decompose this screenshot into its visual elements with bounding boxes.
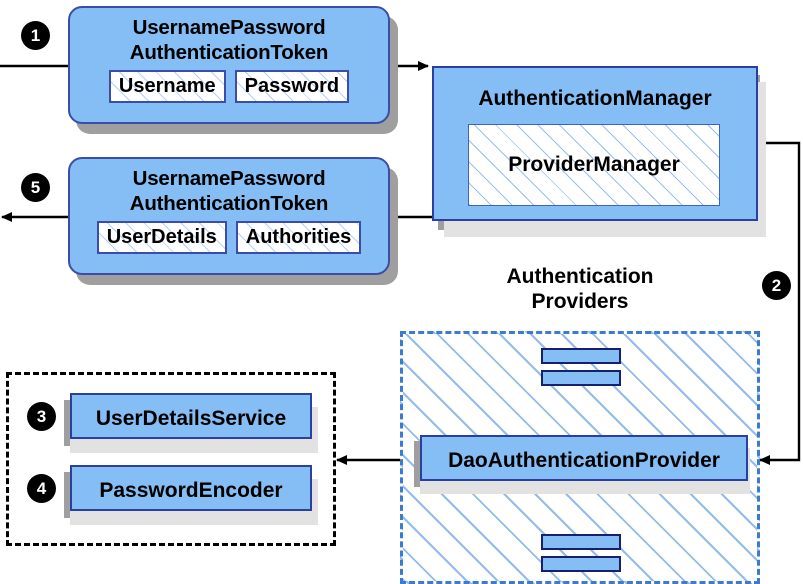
provider-bar-bottom-2[interactable] <box>541 556 621 572</box>
field-password[interactable]: Password <box>234 70 350 103</box>
field-userdetails[interactable]: UserDetails <box>96 221 227 254</box>
step-bullet-4: 4 <box>28 475 55 502</box>
dao-authentication-provider-box[interactable]: DaoAuthenticationProvider <box>420 435 748 481</box>
step-bullet-2: 2 <box>763 272 790 299</box>
field-authorities[interactable]: Authorities <box>235 221 362 254</box>
provider-bar-bottom-1[interactable] <box>541 534 621 550</box>
step-bullet-1: 1 <box>22 22 49 49</box>
dao-authentication-provider-label: DaoAuthenticationProvider <box>448 449 720 472</box>
step-bullet-5: 5 <box>22 174 49 201</box>
step-bullet-3: 3 <box>28 403 55 430</box>
request-token-fields: Username Password <box>70 70 388 103</box>
provider-bar-top-1[interactable] <box>541 348 621 364</box>
provider-manager-box[interactable]: ProviderManager <box>468 124 720 206</box>
result-token-card[interactable]: UsernamePassword AuthenticationToken Use… <box>68 157 390 275</box>
result-token-fields: UserDetails Authorities <box>70 221 388 254</box>
field-username[interactable]: Username <box>108 70 226 103</box>
request-token-title: UsernamePassword AuthenticationToken <box>129 16 329 64</box>
providers-group-title: Authentication Providers <box>506 265 654 313</box>
passwordencoder-label: PasswordEncoder <box>99 479 283 502</box>
result-token-title: UsernamePassword AuthenticationToken <box>129 167 329 215</box>
services-group-region <box>6 372 336 546</box>
passwordencoder-box[interactable]: PasswordEncoder <box>70 465 312 511</box>
userdetailsservice-label: UserDetailsService <box>95 407 287 430</box>
authentication-manager-title: AuthenticationManager <box>478 87 712 110</box>
provider-bar-top-2[interactable] <box>541 370 621 386</box>
request-token-card[interactable]: UsernamePassword AuthenticationToken Use… <box>68 6 390 124</box>
userdetailsservice-box[interactable]: UserDetailsService <box>70 393 312 439</box>
